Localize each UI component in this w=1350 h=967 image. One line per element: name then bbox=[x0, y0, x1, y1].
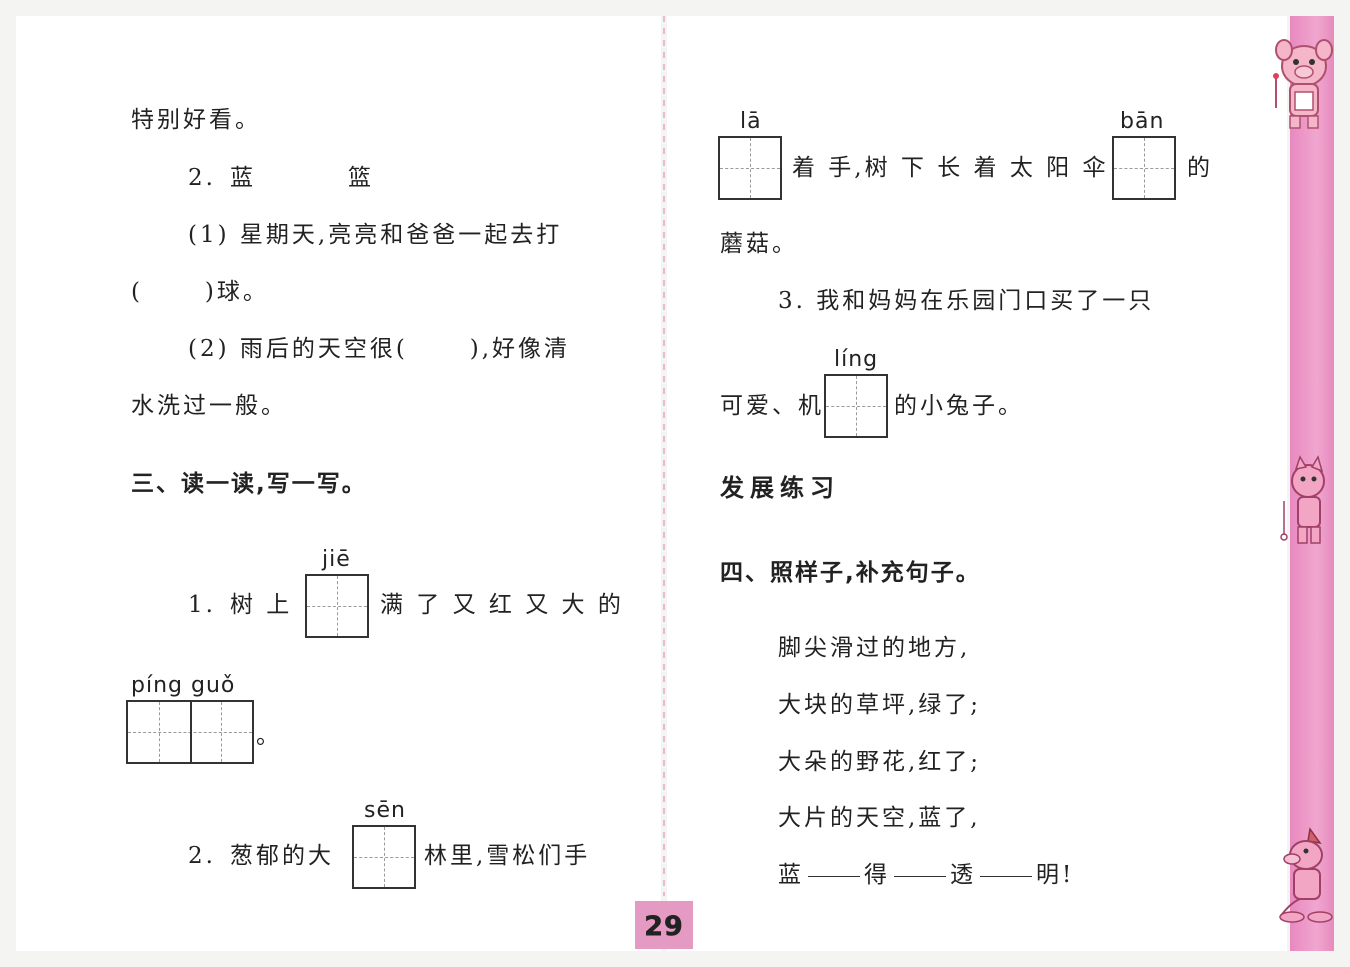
sentence-text: 的小兔子。 bbox=[894, 393, 1024, 419]
item-label: 1. bbox=[188, 592, 216, 618]
sentence-text: 的 bbox=[1187, 155, 1213, 181]
left-page bbox=[16, 16, 661, 951]
sentence-end: 。 bbox=[256, 723, 282, 749]
poem-line: 大片的天空,蓝了, bbox=[778, 805, 981, 831]
writing-box[interactable] bbox=[305, 574, 369, 638]
pinyin: jiē bbox=[322, 547, 351, 572]
sentence-text: 满 了 又 红 又 大 的 bbox=[380, 592, 624, 618]
section-4-title: 四、照样子,补充句子。 bbox=[720, 560, 981, 586]
writing-box-double[interactable] bbox=[126, 700, 254, 764]
pinyin: píng guǒ bbox=[131, 673, 236, 698]
item-label: 2. bbox=[188, 843, 216, 869]
question-2-cont: 水洗过一般。 bbox=[131, 393, 287, 419]
question-1-cont: ( )球。 bbox=[131, 279, 269, 305]
pinyin: lā bbox=[740, 109, 762, 134]
word-lan-basket: 篮 bbox=[348, 165, 374, 191]
item-label: 2. bbox=[188, 165, 216, 191]
text-line: 特别好看。 bbox=[131, 107, 261, 133]
question-2: (2) 雨后的天空很( ),好像清 bbox=[188, 336, 571, 362]
pinyin: sēn bbox=[364, 798, 406, 823]
page-fold-divider bbox=[661, 16, 667, 896]
sentence-text: 葱郁的大 bbox=[230, 843, 334, 869]
section-3-title: 三、读一读,写一写。 bbox=[131, 471, 367, 497]
sentence-text: 林里,雪松们手 bbox=[424, 843, 591, 869]
sentence-3: 3. 我和妈妈在乐园门口买了一只 bbox=[778, 288, 1155, 314]
writing-box[interactable] bbox=[718, 136, 782, 200]
pinyin: bān bbox=[1120, 109, 1165, 134]
pinyin: líng bbox=[834, 347, 879, 372]
writing-box[interactable] bbox=[352, 825, 416, 889]
writing-box[interactable] bbox=[824, 374, 888, 438]
sentence-text: 可爱、机 bbox=[720, 393, 824, 419]
question-1: (1) 星期天,亮亮和爸爸一起去打 bbox=[188, 222, 563, 248]
sentence-text: 树 上 bbox=[230, 592, 293, 618]
sentence-text: 蘑菇。 bbox=[720, 231, 798, 257]
word-lan: 蓝 bbox=[230, 165, 256, 191]
sentence-text: 着 手,树 下 长 着 太 阳 伞 bbox=[792, 155, 1109, 181]
poem-line: 脚尖滑过的地方, bbox=[778, 635, 971, 661]
writing-box[interactable] bbox=[1112, 136, 1176, 200]
wolf-mascot-icon bbox=[1280, 455, 1325, 544]
fox-mascot-icon bbox=[1279, 827, 1333, 923]
poem-line: 大块的草坪,绿了; bbox=[778, 692, 982, 718]
page-number: 29 bbox=[635, 901, 693, 949]
development-practice-title: 发展练习 bbox=[720, 474, 840, 502]
poem-line-last: 蓝得透明! bbox=[778, 862, 1075, 888]
poem-line: 大朵的野花,红了; bbox=[778, 749, 982, 775]
pig-mascot-icon bbox=[1273, 39, 1333, 129]
